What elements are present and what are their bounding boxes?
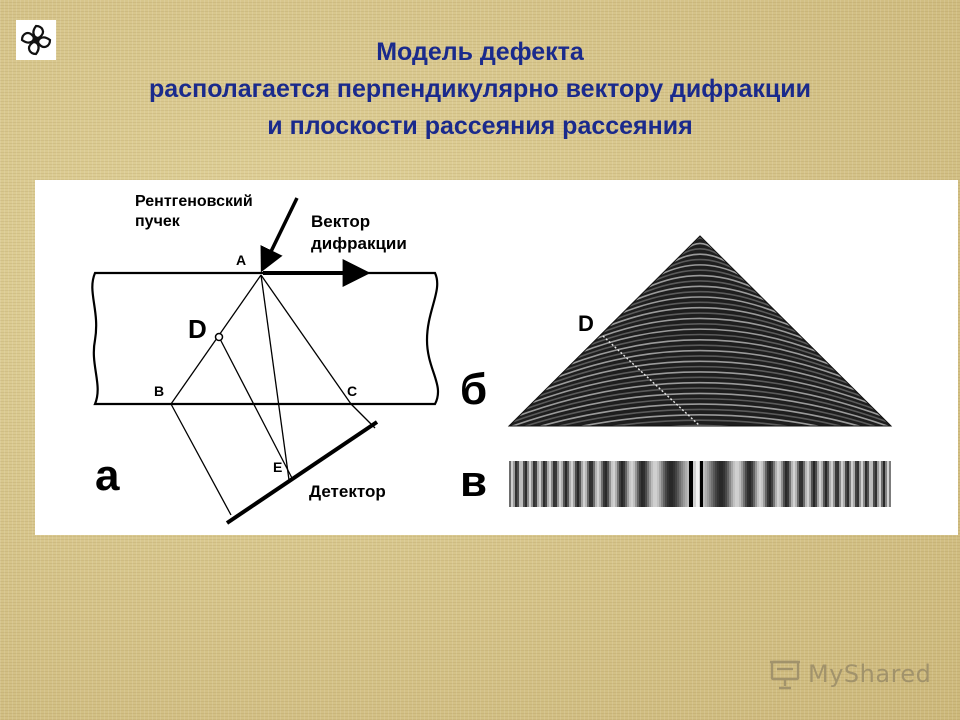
watermark: MyShared [768, 656, 931, 692]
panel-b-label: б [460, 365, 487, 414]
xray-label-line-1: Рентгеновский [135, 193, 253, 210]
figure-panel: Рентгеновский пучек Вектор дифракции A D… [35, 180, 958, 535]
point-c-label: C [347, 383, 357, 399]
detector-line [225, 420, 379, 525]
point-e-label: E [273, 459, 282, 475]
point-d-label-b: D [578, 311, 594, 336]
panel-v-label: в [460, 457, 487, 506]
point-d-label: D [188, 314, 207, 344]
beam-paths [170, 274, 376, 516]
diagram-a: Рентгеновский пучек Вектор дифракции A D… [91, 193, 440, 525]
defect-point [214, 332, 224, 342]
crystal-slab [91, 271, 440, 406]
watermark-text: MyShared [808, 660, 932, 688]
vector-label-line-2: дифракции [311, 234, 407, 253]
xray-label-line-2: пучек [135, 213, 181, 230]
xray-beam-arrow [260, 197, 299, 273]
diagram-b: D б [460, 235, 893, 427]
point-b-label: B [154, 383, 164, 399]
vector-label-line-1: Вектор [311, 212, 370, 231]
point-a-label: A [236, 252, 246, 268]
title-line-2: располагается перпендикулярно вектору ди… [149, 75, 811, 103]
flower-ornament-icon [16, 20, 56, 60]
figure-svg: Рентгеновский пучек Вектор дифракции A D… [91, 193, 893, 525]
projector-screen-icon [770, 660, 800, 690]
title-line-1: Модель дефекта [376, 38, 584, 66]
panel-a-label: а [95, 451, 120, 500]
intensity-profile-strip [509, 461, 891, 507]
detector-label: Детектор [309, 482, 386, 501]
title-line-3: и плоскости рассеяния рассеяния [267, 112, 693, 140]
diagram-v: в [460, 457, 891, 507]
slide-title: Модель дефекта располагается перпендикул… [0, 34, 960, 145]
